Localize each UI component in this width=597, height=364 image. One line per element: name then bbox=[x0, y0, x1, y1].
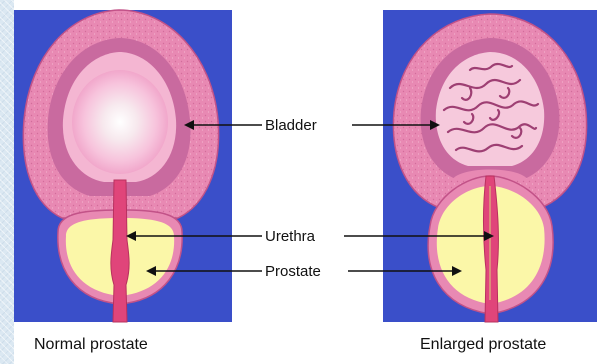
label-prostate: Prostate bbox=[265, 263, 321, 280]
left-bladder-lumen bbox=[72, 70, 168, 174]
enlarged-prostate-panel bbox=[383, 10, 597, 322]
left-urethra bbox=[111, 180, 129, 322]
caption-normal-prostate: Normal prostate bbox=[34, 336, 148, 354]
label-urethra: Urethra bbox=[265, 228, 316, 245]
label-bladder: Bladder bbox=[265, 117, 317, 134]
right-urethra bbox=[483, 176, 498, 322]
caption-enlarged-prostate: Enlarged prostate bbox=[420, 336, 546, 354]
normal-prostate-panel bbox=[14, 10, 232, 322]
